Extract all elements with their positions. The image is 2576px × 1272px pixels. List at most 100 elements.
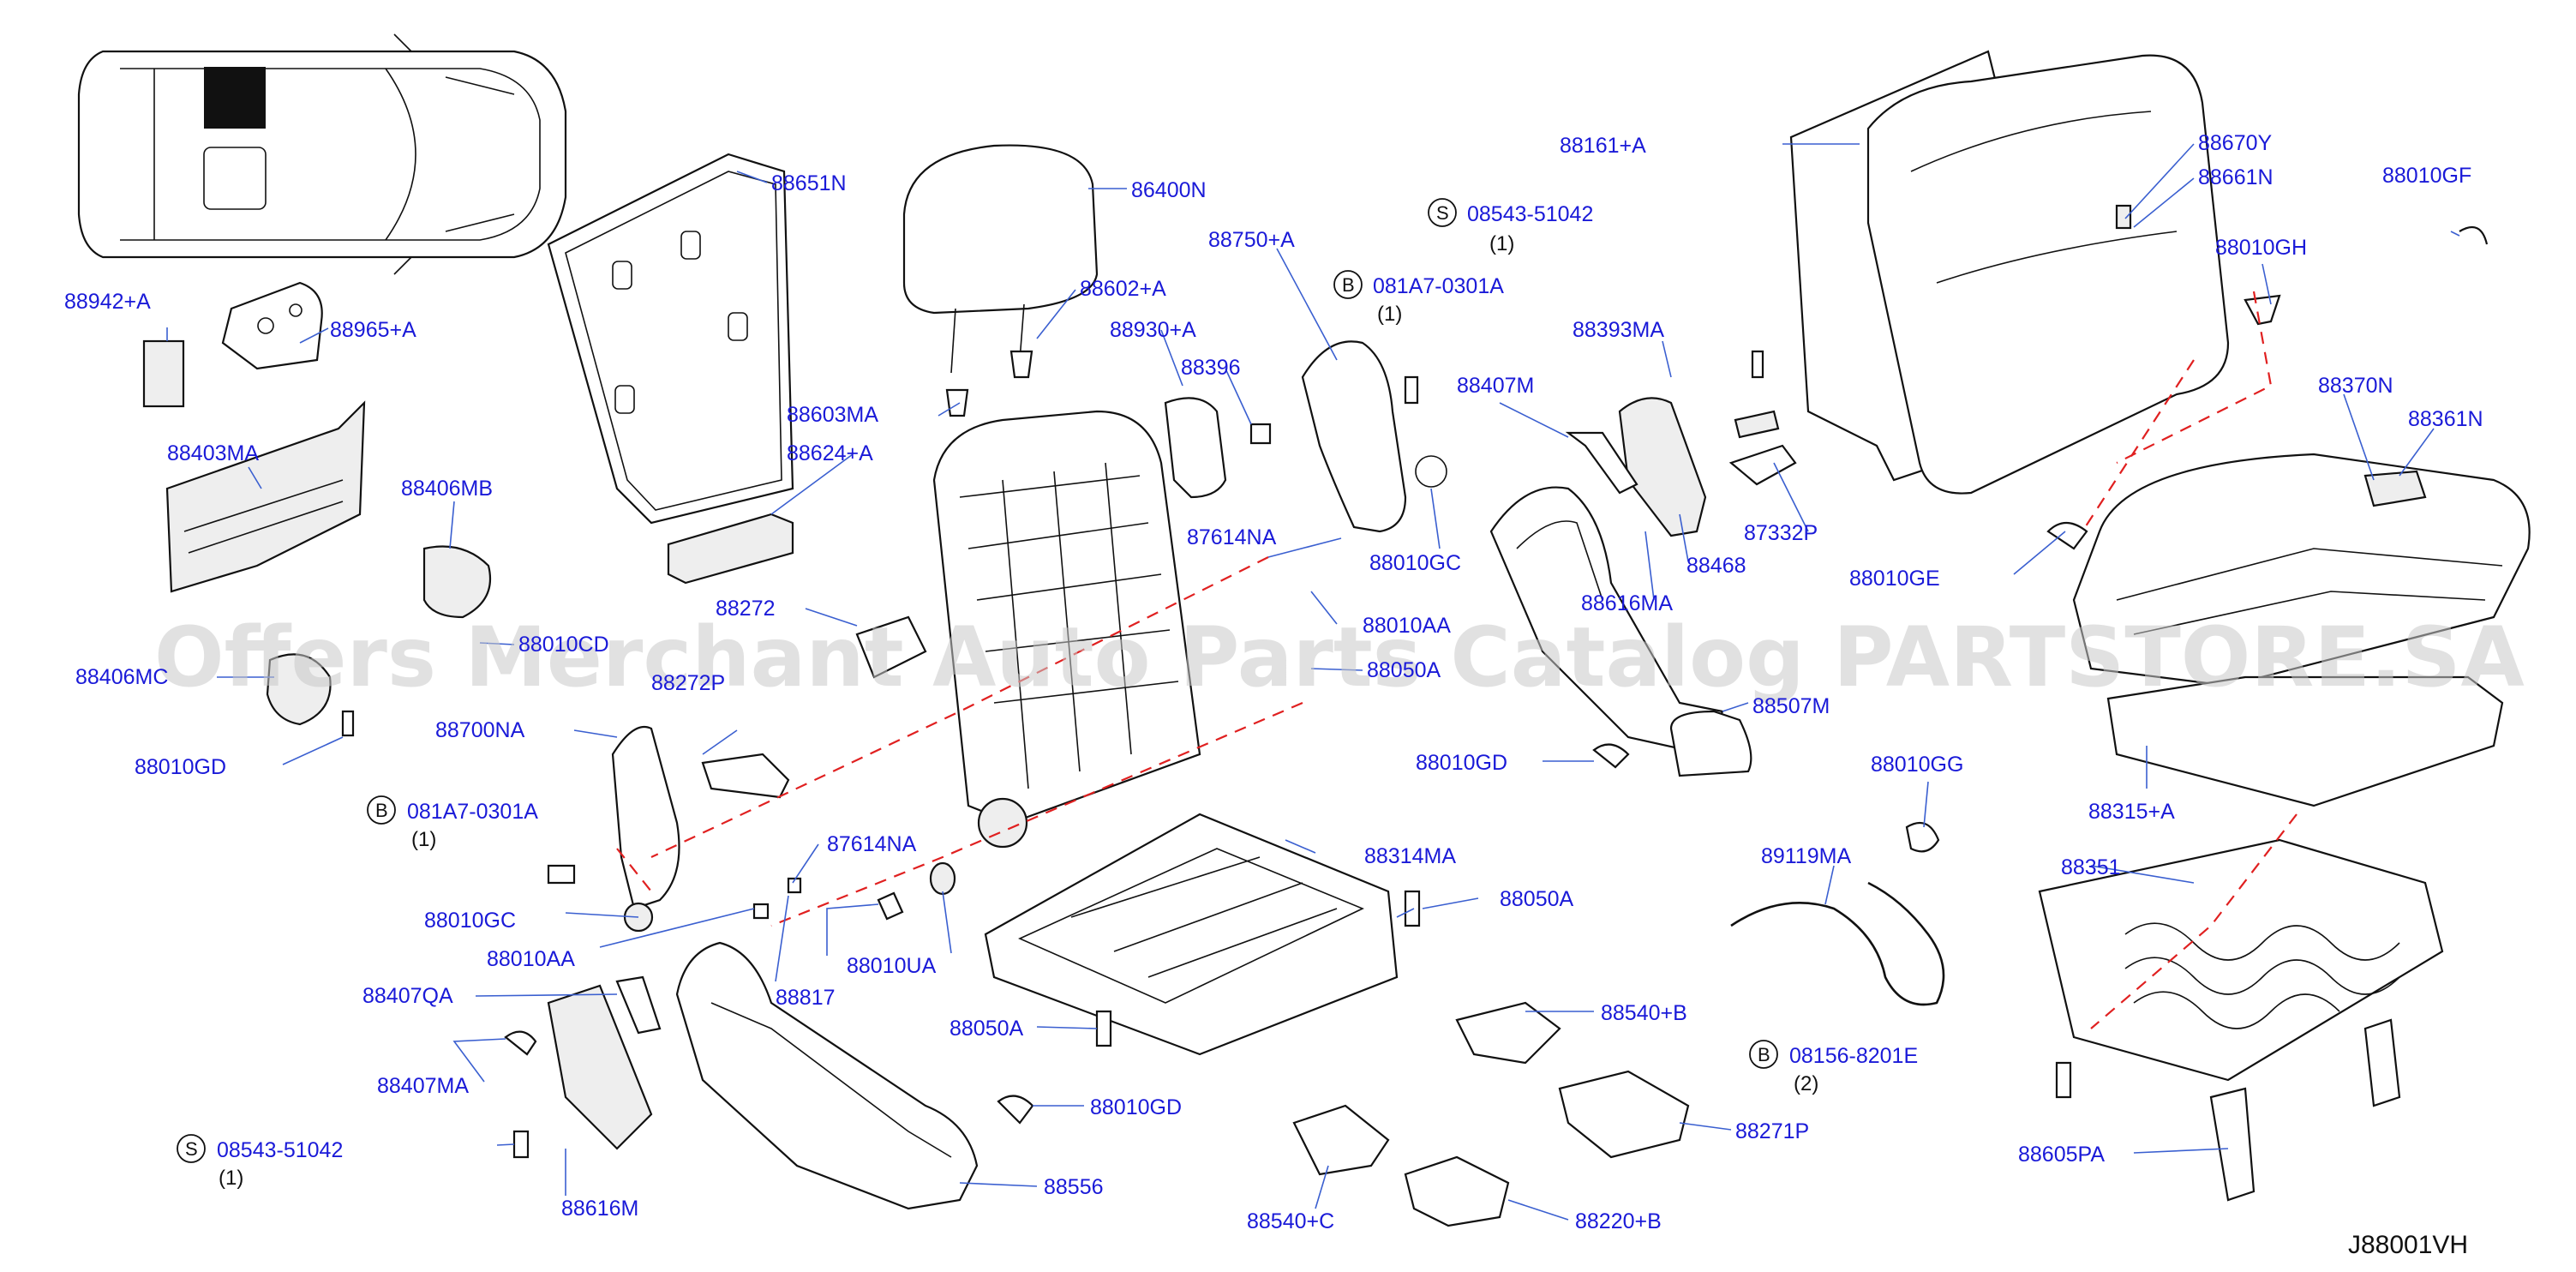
- label-88010gg: 88010GG: [1871, 753, 1963, 777]
- label-88406mb: 88406MB: [401, 477, 493, 501]
- label-88010gd-left: 88010GD: [135, 755, 226, 779]
- label-88407ma: 88407MA: [377, 1074, 469, 1098]
- label-88315a: 88315+A: [2088, 800, 2175, 824]
- label-88361n: 88361N: [2408, 407, 2483, 431]
- label-88010aa-lower: 88010AA: [487, 947, 575, 971]
- back-board-88651N-shape: [547, 153, 794, 525]
- label-88616ma: 88616MA: [1581, 591, 1673, 615]
- svg-text:S: S: [1436, 202, 1449, 224]
- label-88407qa: 88407QA: [362, 984, 453, 1008]
- cover-88271P-shape: [1558, 1070, 1690, 1159]
- cover-88406MB-shape: [422, 545, 492, 619]
- label-88010cd: 88010CD: [518, 633, 609, 657]
- clip-88396-shape: [1249, 423, 1272, 445]
- svg-text:B: B: [1342, 274, 1355, 296]
- label-88351: 88351: [2061, 855, 2121, 879]
- label-87614na-lower: 87614NA: [827, 832, 917, 856]
- svg-text:(1): (1): [219, 1167, 243, 1190]
- fastener-callout-b-right: B 08156-8201E (2): [1749, 1040, 1918, 1095]
- cover-88540B-shape: [1455, 1001, 1561, 1065]
- cover-88272P-shape: [701, 753, 790, 799]
- lever-88468-shape: [1618, 397, 1707, 537]
- svg-text:(2): (2): [1794, 1072, 1818, 1095]
- label-87614na-upper: 87614NA: [1187, 525, 1277, 549]
- clip-88010GH-shape: [2244, 294, 2281, 326]
- cover-88272-shape: [855, 615, 927, 679]
- leader-lines: [166, 143, 2460, 1221]
- bezel-88930-shape: [1164, 397, 1227, 499]
- label-88010gd-lower: 88010GD: [1090, 1095, 1182, 1119]
- harness-89119MA-shape: [1730, 881, 1945, 1006]
- label-86400n: 86400N: [1131, 178, 1207, 202]
- fastener-callout-s-upper: S 08543-51042 (1): [1428, 198, 1593, 255]
- label-88010gc-upper: 88010GC: [1369, 551, 1461, 575]
- clip-88010GF-shape: [2459, 225, 2489, 245]
- label-88010gc-lower: 88010GC: [424, 909, 516, 933]
- label-88393ma: 88393MA: [1573, 318, 1664, 342]
- vehicle-locator-icon: [77, 33, 567, 275]
- bolt-88050A-right-shape: [1404, 890, 1421, 927]
- label-88271p: 88271P: [1735, 1119, 1809, 1143]
- label-88700na: 88700NA: [435, 718, 525, 742]
- label-88624a: 88624+A: [787, 441, 873, 465]
- cover-88406MC-shape: [266, 653, 332, 726]
- label-88010gf: 88010GF: [2382, 164, 2471, 188]
- svg-text:B: B: [1758, 1044, 1770, 1065]
- label-88651n: 88651N: [771, 171, 847, 195]
- shield-88556-shape: [675, 941, 979, 1210]
- label-88540b: 88540+B: [1601, 1001, 1687, 1025]
- label-88540c: 88540+C: [1247, 1209, 1334, 1233]
- svg-text:(1): (1): [1377, 303, 1402, 326]
- svg-text:081A7-0301A: 081A7-0301A: [1373, 274, 1504, 298]
- label-87332p: 87332P: [1744, 521, 1818, 545]
- label-88010ge: 88010GE: [1849, 567, 1940, 591]
- label-88942a: 88942+A: [64, 290, 151, 314]
- plug-88817-shape: [929, 861, 956, 896]
- label-88468: 88468: [1686, 554, 1746, 578]
- guide-88602-shape: [1009, 350, 1033, 379]
- label-88272: 88272: [716, 597, 776, 621]
- label-88010gh: 88010GH: [2215, 236, 2307, 260]
- label-88556: 88556: [1044, 1175, 1104, 1199]
- label-88407m: 88407M: [1457, 374, 1534, 398]
- cushion-pad-88315-shape: [2106, 675, 2504, 807]
- label-88314ma: 88314MA: [1364, 844, 1456, 868]
- svg-text:B: B: [375, 800, 388, 821]
- clip-88010GD-lower-shape: [997, 1095, 1034, 1125]
- label-88010aa-upper: 88010AA: [1363, 614, 1451, 638]
- label-88602a: 88602+A: [1080, 277, 1166, 301]
- bolt-08156-shape: [2055, 1061, 2072, 1099]
- tag-88361N-shape: [2363, 470, 2427, 507]
- label-88750a: 88750+A: [1208, 228, 1295, 252]
- label-88161a: 88161+A: [1560, 134, 1646, 158]
- bracket-88407QA-shape: [615, 975, 662, 1035]
- clip-88010GG-shape: [1905, 821, 1940, 853]
- clip-88010GE-shape: [2046, 521, 2088, 550]
- lever-87332P-shape: [1728, 444, 1797, 486]
- label-88661n: 88661N: [2198, 165, 2273, 189]
- tag-88670Y-shape: [2115, 204, 2132, 230]
- bracket-88616M-shape: [547, 984, 653, 1150]
- svg-text:(1): (1): [411, 828, 436, 851]
- svg-text:(1): (1): [1489, 232, 1514, 255]
- label-88942-shape: [142, 339, 185, 408]
- label-89119ma: 89119MA: [1761, 844, 1851, 868]
- svg-text:08156-8201E: 08156-8201E: [1789, 1044, 1918, 1068]
- label-88507m: 88507M: [1752, 694, 1830, 718]
- cover-88403MA-shape: [165, 400, 366, 593]
- headrest-86400N-shape: [902, 144, 1099, 315]
- cushion-frame-88314MA-shape: [984, 813, 1399, 1056]
- label-88010gd-mid: 88010GD: [1416, 751, 1507, 775]
- label-88050a-right: 88050A: [1500, 887, 1574, 911]
- fastener-callout-s-lower: S 08543-51042 (1): [177, 1134, 343, 1190]
- label-88010ua: 88010UA: [847, 954, 937, 978]
- diagram-code: J88001VH: [2348, 1231, 2468, 1259]
- label-88220b: 88220+B: [1575, 1209, 1662, 1233]
- cover-88220B-shape: [1404, 1155, 1510, 1227]
- part-labels: 88651N 86400N 88161+A 88670Y 88661N 8801…: [64, 131, 2483, 1233]
- fastener-callout-b-upper: B 081A7-0301A (1): [1333, 270, 1504, 326]
- clip-88010AA-shape: [752, 903, 770, 920]
- label-88050a-lower: 88050A: [950, 1017, 1024, 1041]
- cushion-frame-88351-shape: [2038, 838, 2444, 1082]
